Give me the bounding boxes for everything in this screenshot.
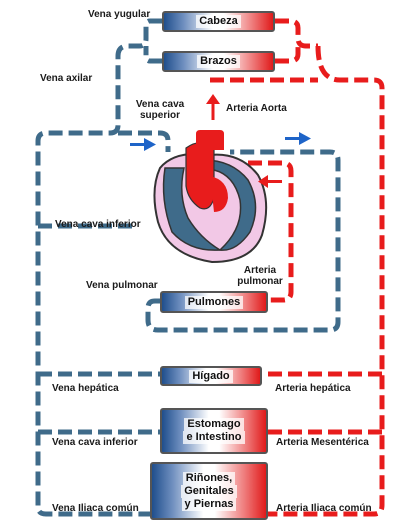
label-pulmonary-vein: Vena pulmonar [86, 280, 158, 291]
label-pulmonary-artery-line1: Arteria [243, 265, 277, 276]
label-pulmonary-artery-line2: pulmonar [237, 276, 283, 287]
organ-kidneys-line1: Riñones, [182, 471, 236, 485]
label-common-iliac-vein: Vena Iliaca común [52, 503, 139, 514]
venous-vessels [35, 18, 341, 517]
pulmonary-artery-arrow [258, 175, 282, 188]
heart [153, 130, 268, 264]
label-pulmonary-artery: Arteria pulmonar [230, 265, 290, 287]
organ-arms-label: Brazos [197, 55, 240, 68]
organ-liver-label: Hígado [189, 369, 233, 383]
heart-aorta-red [185, 141, 215, 210]
superior-vena-cava [118, 130, 171, 152]
organ-lungs-label: Pulmones [184, 295, 244, 309]
heart-left-ventricle [202, 159, 257, 251]
organ-stomach-line1: Estomago [184, 418, 244, 431]
aorta-stem [196, 130, 224, 150]
carotid-artery [275, 18, 318, 49]
axillary-vein [143, 46, 162, 64]
label-common-iliac-artery: Arteria Iliaca común [276, 503, 372, 514]
organ-stomach-intestine: Estomago e Intestino [160, 408, 268, 454]
arterial-vessels [210, 18, 385, 517]
label-superior-vena-cava: Vena cava superior [130, 99, 190, 121]
organ-kidneys-line3: y Piernas [181, 497, 237, 511]
label-inferior-vena-cava: Vena cava inferior [55, 219, 141, 230]
organ-kidneys-genitals-legs: Riñones, Genitales y Piernas [150, 462, 268, 520]
label-axillary-vein: Vena axilar [40, 73, 93, 84]
pulmonary-vein [145, 149, 341, 333]
subclavian-artery [275, 46, 301, 64]
label-mesenteric-artery: Arteria Mesentérica [276, 437, 369, 448]
organ-lungs: Pulmones [160, 291, 268, 313]
organ-arms: Brazos [162, 51, 275, 72]
label-inferior-vena-cava-lower: Vena cava inferior [52, 437, 138, 448]
label-aorta-artery: Arteria Aorta [226, 103, 287, 114]
arrows [130, 94, 311, 188]
organ-liver: Hígado [160, 366, 262, 386]
jugular-vein [35, 18, 162, 517]
label-hepatic-vein: Vena hepática [52, 383, 119, 394]
aorta-up-arrow [206, 94, 220, 120]
label-superior-vena-cava-line1: Vena cava [135, 99, 185, 110]
aorta-trunk [268, 45, 385, 517]
label-hepatic-artery: Arteria hepática [275, 383, 351, 394]
organ-head-label: Cabeza [196, 15, 241, 28]
pulmonary-artery [228, 160, 294, 303]
heart-red-chamber [210, 176, 228, 212]
label-superior-vena-cava-line2: superior [139, 110, 180, 121]
organ-stomach-line2: e Intestino [183, 431, 245, 444]
superior-vena-cava-in-arrow [130, 138, 156, 151]
organ-head: Cabeza [162, 11, 275, 32]
organ-kidneys-line2: Genitales [181, 484, 237, 498]
label-jugular-vein: Vena yugular [88, 9, 151, 20]
pulmonary-vein-arrow [285, 132, 311, 145]
